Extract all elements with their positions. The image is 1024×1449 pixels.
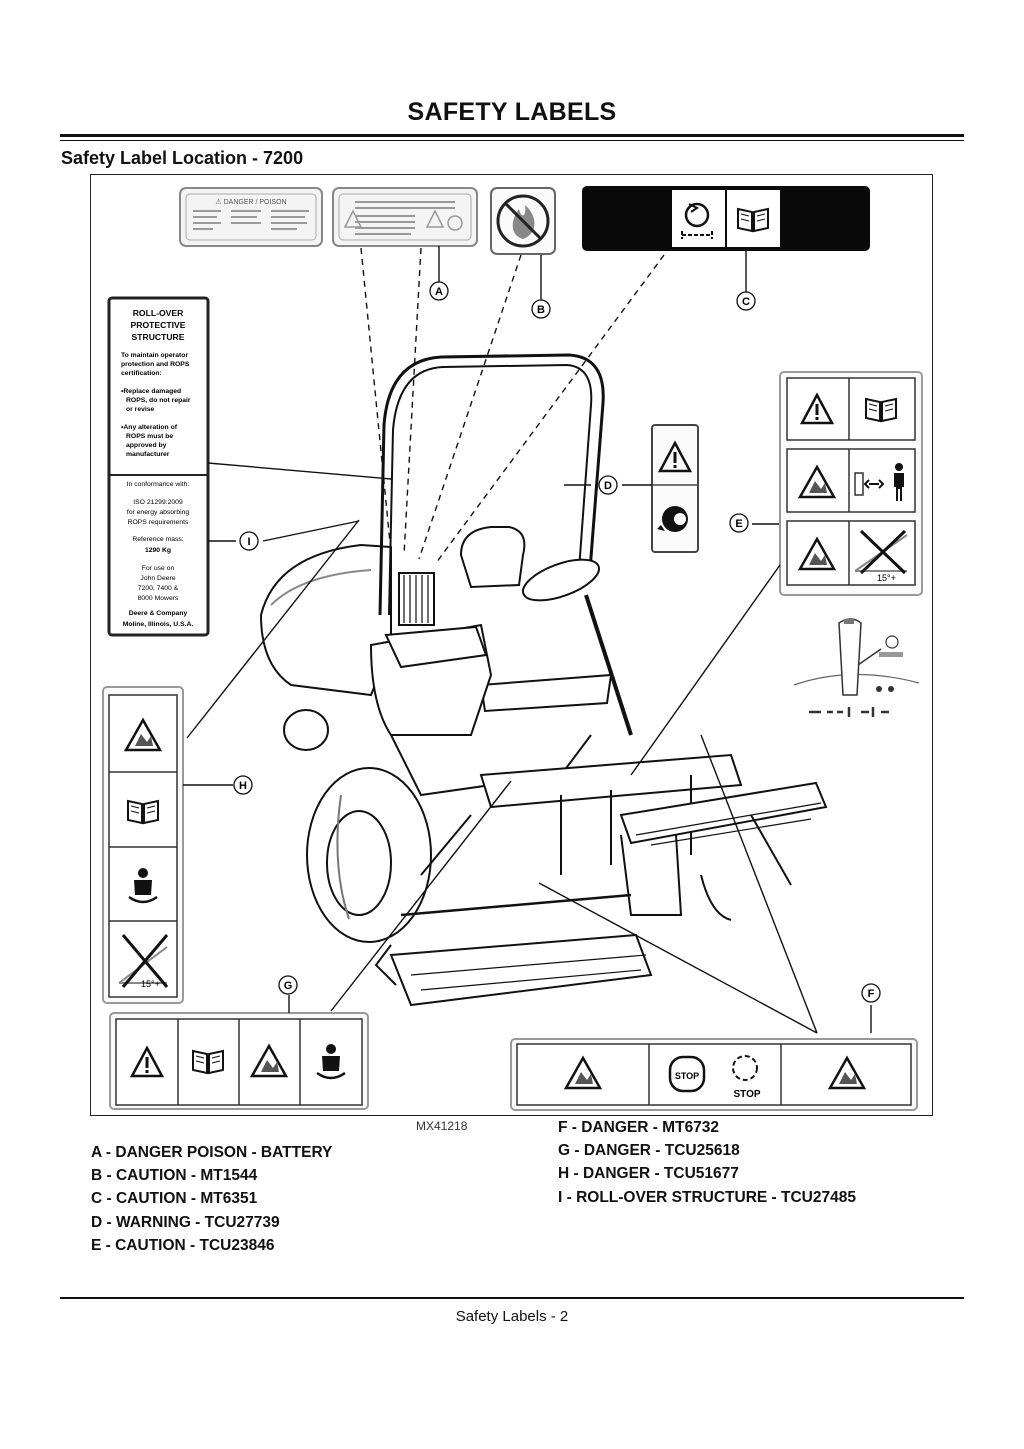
rops-use-1: For use on (142, 565, 175, 572)
rops-iso-3: ROPS requirements (128, 519, 189, 526)
footer-rule (60, 1297, 964, 1299)
legend-item-e: E - CAUTION - TCU23846 (91, 1236, 275, 1254)
rops-iso-2: for energy absorbing (127, 509, 190, 516)
label-f-stop-1: STOP (675, 1071, 699, 1081)
legend-item-i: I - ROLL-OVER STRUCTURE - TCU27485 (558, 1188, 856, 1206)
rops-bullet1-3: or revise (126, 406, 155, 413)
rops-conformance: In conformance with: (127, 481, 190, 488)
legend-item-b: B - CAUTION - MT1544 (91, 1167, 258, 1185)
page-title: SAFETY LABELS (407, 98, 617, 126)
rops-use-4: 8000 Mowers (138, 595, 179, 602)
rops-bullet2-3: approved by (126, 442, 167, 449)
callout-i-letter: I (247, 536, 250, 548)
rops-heading-3: STRUCTURE (132, 332, 185, 342)
rops-bullet1-2: ROPS, do not repair (126, 397, 191, 404)
label-a-left: ⚠ DANGER / POISON (179, 187, 323, 247)
legend-item-h: H - DANGER - TCU51677 (558, 1165, 739, 1183)
label-e-caution: 15°+ (779, 371, 923, 717)
callout-f: F (861, 983, 881, 1003)
label-f-stop-2: STOP (733, 1089, 760, 1100)
callout-e-letter: E (735, 518, 742, 530)
callout-b: B (531, 299, 551, 319)
label-b-no-fire (490, 187, 556, 255)
title-rule-thin (60, 140, 964, 141)
label-h-slope-text: 15°+ (141, 979, 160, 989)
legend-item-c: C - CAUTION - MT6351 (91, 1190, 258, 1208)
callout-f-letter: F (868, 988, 875, 1000)
title-rule-thick (60, 134, 964, 137)
callout-c-letter: C (742, 296, 750, 308)
rops-heading-2: PROTECTIVE (131, 320, 186, 330)
label-e-slope-text: 15°+ (877, 573, 896, 583)
rops-mass-label: Reference mass: (132, 536, 183, 543)
safety-label-figure: ⚠ DANGER / POISON ROLL-OVER PROTECTIVE S… (90, 174, 933, 1116)
label-i-rops: ROLL-OVER PROTECTIVE STRUCTURE To mainta… (107, 296, 210, 637)
label-a-heading: ⚠ DANGER / POISON (215, 198, 286, 206)
callout-d-letter: D (604, 480, 612, 492)
rops-bullet2-2: ROPS must be (126, 433, 173, 440)
label-a-right (332, 187, 478, 247)
callout-b-letter: B (537, 304, 545, 316)
rops-iso-1: ISO 21299:2009 (133, 499, 183, 506)
label-d-warning (651, 424, 699, 553)
legend-item-f: F - DANGER - MT6732 (558, 1119, 720, 1136)
rops-bullet2-1: •Any alteration of (121, 424, 178, 431)
rops-company-1: Deere & Company (129, 610, 188, 617)
rops-intro-1: To maintain operator (121, 352, 188, 359)
callout-a: A (429, 281, 449, 301)
rops-intro-3: certification: (121, 370, 162, 377)
rops-company-2: Moline, Illinois, U.S.A. (123, 621, 194, 628)
label-c-black (582, 186, 870, 251)
legend-left: A - DANGER POISON - BATTERY B - CAUTION … (91, 1141, 332, 1257)
callout-a-letter: A (435, 286, 443, 298)
callout-h-letter: H (239, 780, 247, 792)
figure-illustration: ⚠ DANGER / POISON ROLL-OVER PROTECTIVE S… (102, 186, 923, 1111)
rops-mass-value: 1290 Kg (145, 547, 171, 554)
callout-g: G (278, 975, 298, 995)
callout-i: I (239, 531, 259, 551)
callout-c: C (736, 291, 756, 311)
rops-use-2: John Deere (140, 575, 175, 582)
rops-heading-1: ROLL-OVER (133, 308, 184, 318)
page-footer: Safety Labels - 2 (455, 1308, 569, 1325)
rops-intro-2: protection and ROPS (121, 361, 190, 368)
figure-id: MX41218 (416, 1119, 468, 1133)
callout-d: D (598, 475, 618, 495)
callout-g-letter: G (284, 980, 293, 992)
label-f-danger: STOP STOP (510, 1038, 918, 1111)
rops-use-3: 7200, 7400 & (138, 585, 179, 592)
callouts: A B C D E F G H I (233, 281, 881, 1003)
legend-item-d: D - WARNING - TCU27739 (91, 1213, 280, 1231)
section-subtitle: Safety Label Location - 7200 (61, 148, 304, 168)
rops-bullet1-1: •Replace damaged (121, 388, 181, 395)
label-g-danger (109, 1012, 369, 1110)
rops-bullet2-4: manufacturer (126, 451, 170, 458)
callout-e: E (729, 513, 749, 533)
callout-h: H (233, 775, 253, 795)
legend-right: F - DANGER - MT6732 G - DANGER - TCU2561… (558, 1116, 856, 1209)
label-h-danger: 15°+ (102, 686, 184, 1004)
legend-item-a: A - DANGER POISON - BATTERY (91, 1144, 333, 1161)
leader-lines (183, 246, 872, 1034)
mower-illustration (259, 353, 828, 1007)
legend-item-g: G - DANGER - TCU25618 (558, 1142, 740, 1160)
